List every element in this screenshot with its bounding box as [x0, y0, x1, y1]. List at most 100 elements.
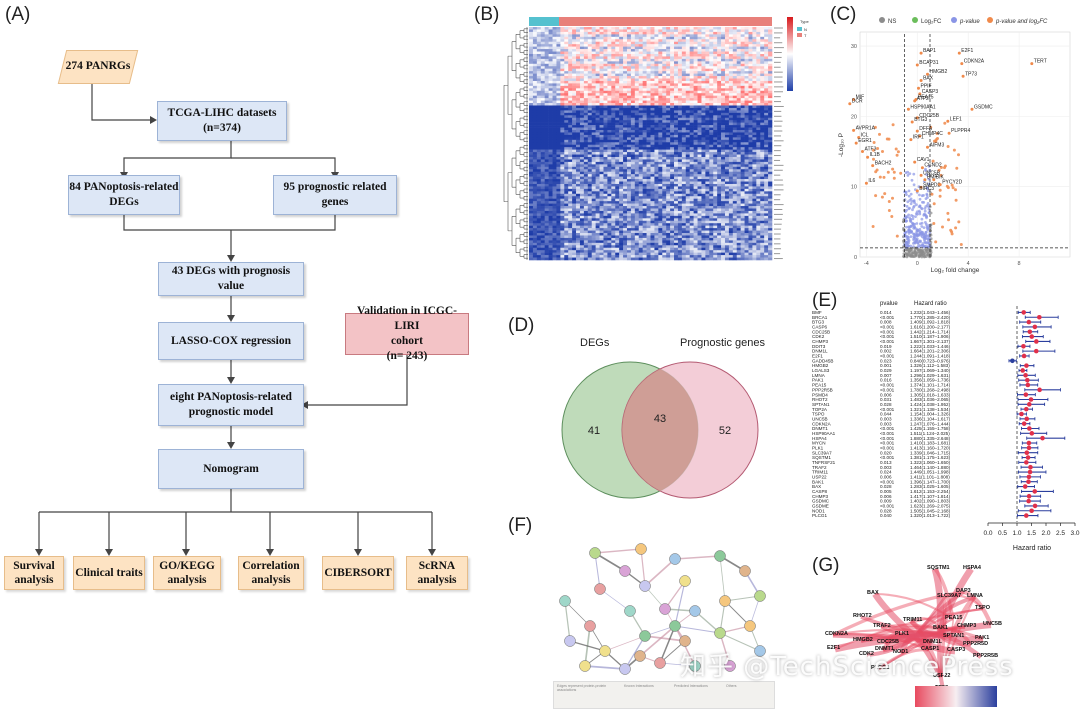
heatmap-cell [662, 208, 667, 212]
heatmap-cell [556, 164, 561, 168]
heatmap-cell [595, 49, 600, 52]
heatmap-cell [713, 142, 718, 146]
heatmap-cell [693, 174, 698, 177]
heatmap-cell [579, 107, 585, 111]
heatmap-cell [744, 122, 749, 126]
heatmap-cell [713, 183, 718, 187]
heatmap-cell [685, 68, 690, 72]
heatmap-cell [595, 80, 600, 84]
heatmap-cell [607, 80, 612, 84]
heatmap-cell [599, 127, 604, 131]
heatmap-cell [760, 115, 765, 119]
output-clinical-traits: Clinical traits [73, 556, 145, 590]
heatmap-cell [760, 156, 765, 160]
heatmap-cell [654, 76, 659, 79]
heatmap-cell [709, 46, 714, 50]
heatmap-cell [662, 188, 667, 192]
heatmap-cell [623, 80, 628, 84]
heatmap-cell [564, 132, 569, 136]
heatmap-cell [544, 39, 549, 43]
heatmap-cell [709, 93, 714, 96]
heatmap-cell [760, 149, 765, 153]
heatmap-cell [744, 34, 749, 38]
heatmap-cell [607, 132, 612, 136]
heatmap-cell [689, 88, 694, 92]
heatmap-cell [752, 206, 757, 209]
heatmap-cell [611, 49, 616, 52]
heatmap-cell [650, 152, 655, 155]
heatmap-cell [662, 154, 667, 158]
heatmap-cell [736, 144, 741, 148]
heatmap-cell [693, 44, 698, 47]
heatmap-cell [658, 61, 663, 65]
heatmap-cell [693, 34, 698, 38]
heatmap-cell [599, 183, 604, 187]
heatmap-cell [670, 215, 675, 219]
heatmap-cell [638, 132, 643, 136]
heatmap-cell [548, 120, 553, 123]
heatmap-cell [670, 88, 675, 92]
heatmap-cell [717, 98, 722, 101]
heatmap-cell [713, 120, 718, 123]
heatmap-cell [713, 144, 718, 148]
heatmap-cell [630, 196, 636, 199]
heatmap-cell [744, 105, 749, 109]
heatmap-cell [689, 137, 694, 141]
heatmap-cell [548, 80, 553, 84]
heatmap-cell [591, 115, 596, 119]
heatmap-cell [713, 203, 718, 207]
dendrogram-branch [524, 203, 528, 208]
heatmap-cell [626, 208, 632, 212]
heatmap-cell [591, 174, 596, 177]
heatmap-cell [560, 142, 565, 146]
heatmap-cell [768, 36, 773, 40]
heatmap-cell [638, 71, 643, 74]
heatmap-cell [681, 98, 687, 101]
heatmap-cell [768, 181, 773, 185]
heatmap-cell [564, 49, 569, 52]
heatmap-cell [701, 49, 706, 52]
heatmap-cell [634, 85, 640, 89]
heatmap-cell [623, 71, 628, 74]
heatmap-cell [615, 188, 620, 192]
heatmap-cell [626, 117, 632, 121]
heatmap-cell [626, 105, 632, 109]
heatmap-cell [630, 166, 636, 170]
heatmap-cell [529, 154, 534, 158]
heatmap-cell [552, 39, 557, 43]
heatmap-cell [709, 149, 714, 153]
heatmap-cell [736, 63, 741, 67]
heatmap-cell [611, 53, 616, 57]
heatmap-cell [544, 117, 549, 121]
heatmap-cell [650, 107, 655, 111]
heatmap-cell [638, 39, 643, 43]
heatmap-cell [529, 127, 534, 131]
heatmap-cell [572, 73, 577, 77]
heatmap-cell [630, 139, 636, 143]
heatmap-cell [713, 93, 718, 96]
heatmap-cell [705, 105, 710, 109]
heatmap-cell [713, 186, 718, 190]
heatmap-cell [548, 71, 553, 74]
heatmap-cell [646, 171, 651, 175]
heatmap-cell [681, 68, 687, 72]
heatmap-cell [658, 90, 663, 94]
heatmap-cell [744, 198, 749, 202]
heatmap-cell [674, 53, 679, 57]
heatmap-cell [572, 122, 577, 126]
heatmap-cell [748, 61, 753, 65]
heatmap-cell [560, 46, 565, 50]
heatmap-cell [768, 156, 773, 160]
heatmap-cell [744, 210, 749, 214]
heatmap-cell [674, 137, 679, 141]
heatmap-cell [642, 66, 647, 69]
heatmap-cell [728, 176, 734, 180]
heatmap-cell [658, 166, 663, 170]
heatmap-cell [576, 122, 581, 126]
heatmap-cell [681, 174, 687, 177]
heatmap-cell [626, 198, 632, 202]
heatmap-cell [619, 191, 624, 195]
heatmap-cell [607, 130, 612, 133]
heatmap-cell [626, 51, 632, 55]
heatmap-cell [579, 139, 585, 143]
